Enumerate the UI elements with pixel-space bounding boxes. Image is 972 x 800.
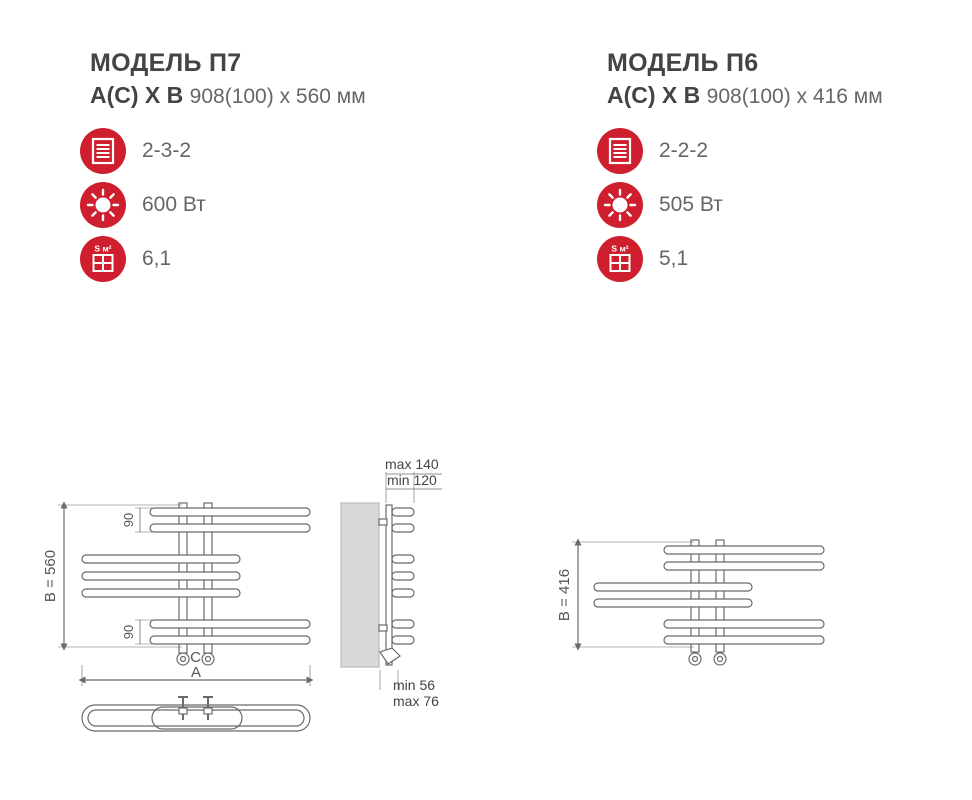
dimensions-value: 908(100) x 416 мм [706, 85, 883, 108]
area-icon-text: S м² [611, 244, 628, 254]
sections-icon [597, 128, 643, 174]
model-p6-dimensions: А(С) Х В 908(100) x 416 мм [607, 80, 972, 112]
area-icon-text: S м² [94, 244, 111, 254]
spec-sections-value: 2-3-2 [142, 139, 192, 162]
spec-sections: 2-3-2 [80, 128, 191, 174]
height-label-p7: B = 560 [42, 550, 59, 602]
area-icon: S м² [597, 236, 643, 282]
label-c: C [190, 649, 201, 666]
wall-max-label: max 76 [393, 693, 439, 709]
wall-min-label: min 56 [393, 677, 435, 693]
depth-max-label: max 140 [385, 456, 439, 472]
p6-front-view [572, 538, 825, 666]
spec-power: 600 Вт [80, 182, 206, 228]
spec-area-value: 6,1 [142, 247, 172, 270]
spec-power-value: 600 Вт [142, 193, 206, 216]
dimensions-label: А(С) Х В [90, 82, 184, 108]
model-p7-dimensions: А(С) Х В 908(100) x 560 мм [90, 80, 470, 112]
dimensions-value: 908(100) x 560 мм [189, 85, 366, 108]
p7-top-view [81, 696, 311, 732]
spec-area: S м² 5,1 [597, 236, 688, 282]
height-label-p6: B = 416 [556, 569, 573, 621]
sections-icon [80, 128, 126, 174]
spec-power-value: 505 Вт [659, 193, 723, 216]
model-p6-title: МОДЕЛЬ П6 [607, 49, 759, 77]
sun-power-icon [597, 182, 643, 228]
dimensions-label: А(С) Х В [607, 82, 701, 108]
spacing-label-top: 90 [121, 513, 136, 527]
spec-sections: 2-2-2 [597, 128, 708, 174]
spec-power: 505 Вт [597, 182, 723, 228]
p7-side-view [340, 472, 442, 690]
sun-power-icon [80, 182, 126, 228]
spacing-label-bottom: 90 [121, 625, 136, 639]
label-a: A [191, 664, 201, 681]
model-p7-card: МОДЕЛЬ П7 А(С) Х В 908(100) x 560 мм 2-3… [80, 48, 470, 282]
area-icon: S м² [80, 236, 126, 282]
spec-sections-value: 2-2-2 [659, 139, 709, 162]
model-p7-title: МОДЕЛЬ П7 [90, 49, 242, 77]
spec-area-value: 5,1 [659, 247, 689, 270]
depth-min-label: min 120 [387, 472, 437, 488]
model-p6-card: МОДЕЛЬ П6 А(С) Х В 908(100) x 416 мм 2-2… [597, 48, 972, 282]
p7-front-view: C [58, 501, 314, 686]
spec-area: S м² 6,1 [80, 236, 171, 282]
